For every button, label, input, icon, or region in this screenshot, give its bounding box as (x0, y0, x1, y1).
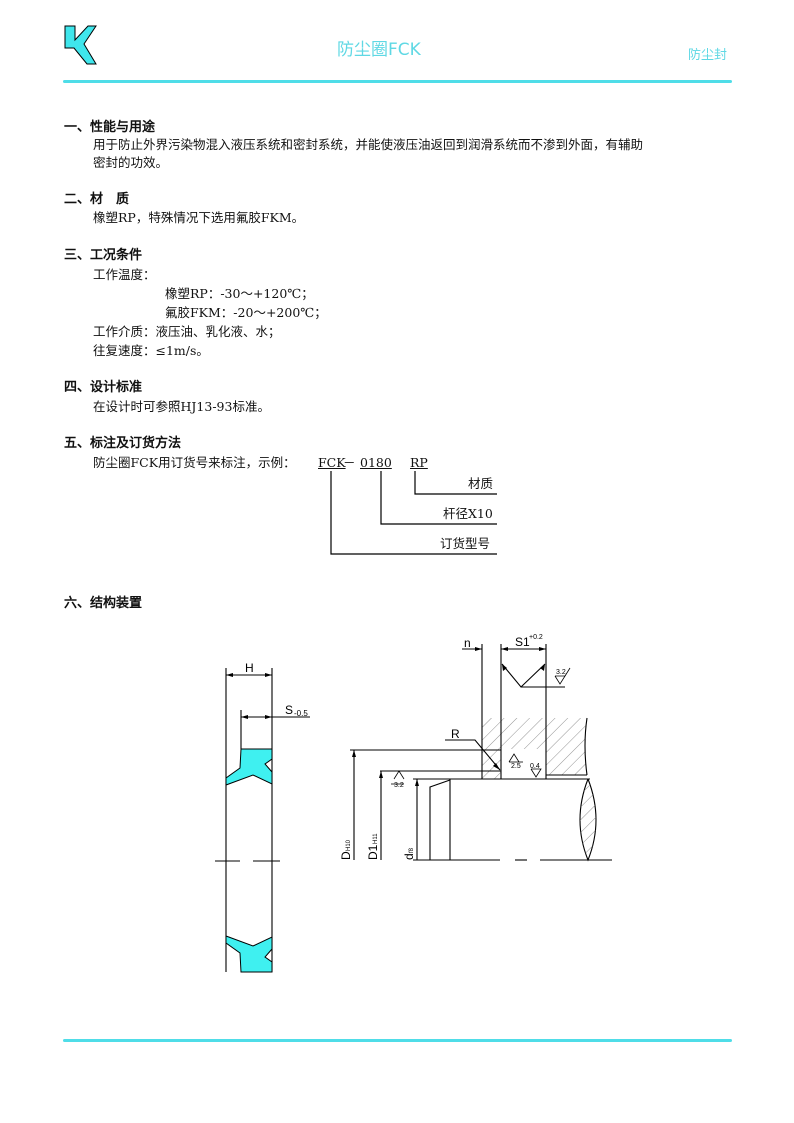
dim-S-tol: -0.5 (294, 709, 308, 718)
dim-D1-tol: H11 (373, 833, 379, 844)
body-text: 橡塑RP：-30～+120℃； (165, 286, 314, 301)
label-rod-diameter: 杆径X10 (443, 506, 493, 521)
body-text: 工作介质：液压油、乳化液、水； (93, 324, 281, 339)
header-rule (63, 80, 732, 83)
roughness-3.2-bore: 3.2 (394, 782, 404, 789)
body-text: 橡塑RP，特殊情况下选用氟胶FKM。 (93, 210, 305, 225)
body-text: 防尘圈FCK用订货号来标注，示例： (93, 455, 296, 470)
section-heading: 一、性能与用途 (64, 120, 156, 135)
order-code-rod: 0180 (360, 455, 392, 470)
roughness-3.2: 3.2 (556, 669, 566, 676)
roughness-2.5: 2.5 (511, 763, 521, 770)
dim-S: S (285, 703, 293, 717)
order-code-model: FCK (318, 455, 346, 470)
section-heading: 三、工况条件 (64, 248, 143, 263)
label-material: 材质 (468, 476, 494, 491)
body-text: 用于防止外界污染物混入液压系统和密封系统，并能使液压油返回到润滑系统而不渗到外面… (93, 137, 644, 152)
dim-S1: S1 (515, 635, 530, 649)
footer-rule (63, 1039, 732, 1042)
dim-n: n (464, 636, 471, 650)
body-text: 密封的功效。 (93, 155, 169, 170)
label-order-model: 订货型号 (440, 536, 491, 551)
order-code-material: RP (410, 455, 428, 470)
section-heading: 四、设计标准 (64, 380, 143, 395)
body-text: 工作温度： (93, 267, 156, 282)
body-text: 在设计时可参照HJ13-93标准。 (93, 399, 270, 414)
body-text: 氟胶FKM：-20～+200℃； (165, 305, 327, 320)
dim-R: R (451, 727, 460, 741)
section-heading: 六、结构装置 (64, 596, 143, 611)
page-title: 防尘圈FCK (337, 40, 421, 60)
dim-D: D (339, 851, 353, 860)
page-category: 防尘封 (688, 48, 728, 63)
roughness-0.4: 0.4 (530, 763, 540, 770)
dim-d: d (402, 853, 416, 860)
dim-D-tol: H10 (346, 839, 352, 851)
body-text: 往复速度：≤1m/s。 (93, 343, 209, 358)
order-code-separator: － (343, 455, 356, 470)
section-heading: 二、材 质 (64, 192, 130, 207)
dim-S1-tol: +0.2 (529, 634, 543, 641)
order-leader-lines (330, 471, 497, 555)
dim-H: H (245, 661, 254, 675)
dim-D1: D1 (366, 844, 380, 860)
section-heading: 五、标注及订货方法 (64, 436, 182, 451)
dim-d-tol: f8 (409, 847, 415, 853)
